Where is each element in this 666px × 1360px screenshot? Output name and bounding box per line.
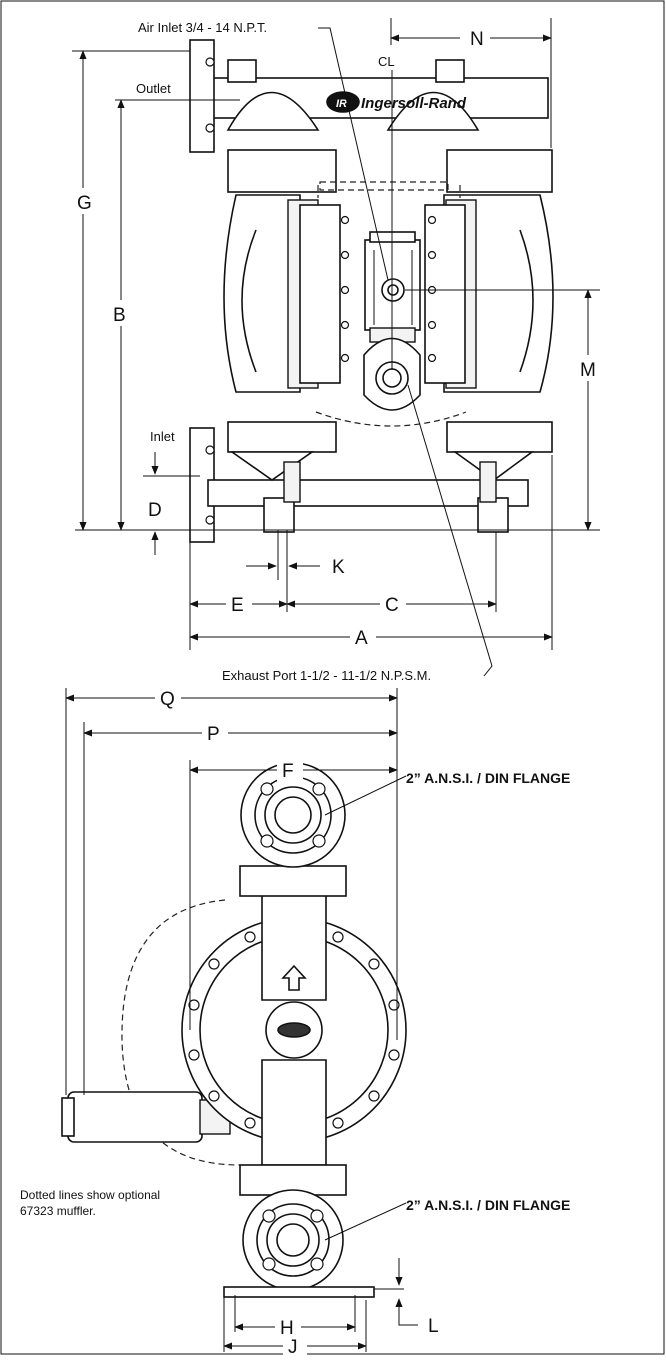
manifold-lower xyxy=(261,1059,327,1166)
air-inlet-label: Air Inlet 3/4 - 14 N.P.T. xyxy=(138,20,267,35)
foot-left xyxy=(263,497,295,533)
dim-c: C xyxy=(385,595,399,616)
dim-g: G xyxy=(77,193,92,214)
dim-f: F xyxy=(282,761,294,782)
dim-b: B xyxy=(113,305,126,326)
dim-e: E xyxy=(231,595,244,616)
dim-h: H xyxy=(280,1318,294,1339)
outlet-elbow-right xyxy=(386,91,480,131)
left-chamber xyxy=(223,194,301,393)
dim-n: N xyxy=(470,29,484,50)
dim-d: D xyxy=(148,500,162,521)
ring-bolts xyxy=(340,215,437,363)
svg-text:IR: IR xyxy=(336,98,347,110)
bottom-flange-right xyxy=(446,421,553,453)
centerline-label: CL xyxy=(378,54,395,69)
front-view: IR Ingersoll-Rand CL Air Inlet 3/4 - 14 … xyxy=(128,20,554,683)
dim-l: L xyxy=(428,1316,439,1337)
dim-k: K xyxy=(332,557,345,578)
brand-name: Ingersoll-Rand xyxy=(361,95,467,112)
muffler-note-line2: 67323 muffler. xyxy=(20,1204,96,1218)
flange-label-top: 2” A.N.S.I. / DIN FLANGE xyxy=(406,770,570,786)
top-manifold-block xyxy=(239,865,347,897)
outlet-flange xyxy=(189,39,215,153)
dim-q: Q xyxy=(160,689,175,710)
front-view-dimensions: G B D N M K E C xyxy=(72,18,600,650)
outlet-elbow-left xyxy=(226,91,320,131)
dim-m: M xyxy=(580,360,596,381)
muffler-note-line1: Dotted lines show optional xyxy=(20,1188,160,1202)
top-flange-left xyxy=(227,149,337,193)
top-flange-right xyxy=(446,149,553,193)
air-inlet-leader xyxy=(318,27,389,281)
flange-label-bottom: 2” A.N.S.I. / DIN FLANGE xyxy=(406,1197,570,1213)
dim-p: P xyxy=(207,724,220,745)
muffler-outline xyxy=(121,899,241,1166)
foot-right xyxy=(477,497,509,533)
up-arrow-icon xyxy=(281,964,307,991)
side-view-dimensions: Q P F L H J xyxy=(65,686,439,1358)
exhaust-port-label: Exhaust Port 1-1/2 - 11-1/2 N.P.S.M. xyxy=(222,668,431,683)
inlet-label: Inlet xyxy=(150,429,175,444)
muffler-body xyxy=(67,1091,203,1143)
bottom-flange-left xyxy=(227,421,337,453)
dim-j: J xyxy=(288,1337,298,1355)
brand-logo: IR Ingersoll-Rand xyxy=(326,91,467,113)
base-plate xyxy=(223,1286,375,1298)
exhaust-leader xyxy=(407,384,493,677)
dim-a: A xyxy=(355,628,368,649)
inlet-manifold xyxy=(207,479,529,507)
side-view: 2” A.N.S.I. / DIN FLANGE 2” A.N.S.I. / D… xyxy=(20,762,570,1298)
outlet-label: Outlet xyxy=(136,81,171,96)
